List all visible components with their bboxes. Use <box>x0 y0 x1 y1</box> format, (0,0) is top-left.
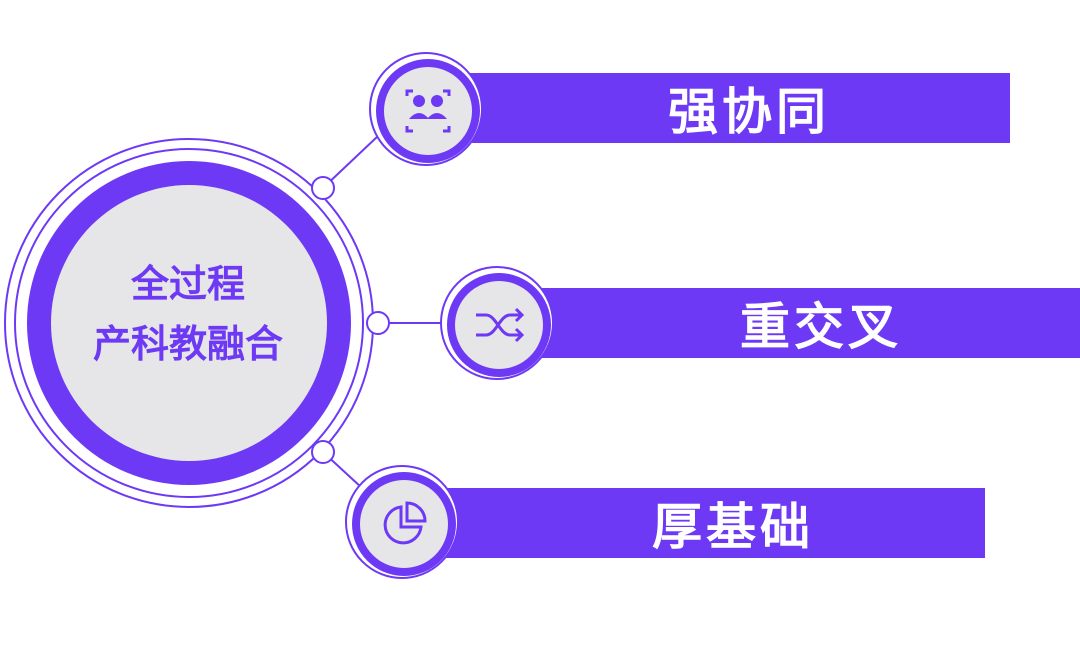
joint-top <box>311 176 335 200</box>
node-3 <box>345 465 459 579</box>
node-2 <box>440 266 554 380</box>
joint-bottom <box>311 440 335 464</box>
collaboration-icon <box>384 67 472 155</box>
bar-item-1-label: 强协同 <box>668 83 830 141</box>
hub-inner-disc <box>51 185 327 461</box>
node-1 <box>369 52 483 166</box>
bar-item-3: 厚基础 <box>440 488 985 558</box>
bar-item-3-label: 厚基础 <box>652 498 814 556</box>
connector-top <box>322 135 379 189</box>
hub-title: 全过程 产科教融合 <box>56 254 320 374</box>
pie-chart-icon <box>360 480 448 568</box>
bar-item-1: 强协同 <box>460 73 1010 143</box>
joint-middle <box>366 311 390 335</box>
bar-item-2: 重交叉 <box>530 288 1080 358</box>
hub-title-line2: 产科教融合 <box>92 322 283 366</box>
shuffle-icon <box>455 281 543 369</box>
hub-title-line1: 全过程 <box>130 262 245 306</box>
bar-item-2-label: 重交叉 <box>740 298 902 356</box>
